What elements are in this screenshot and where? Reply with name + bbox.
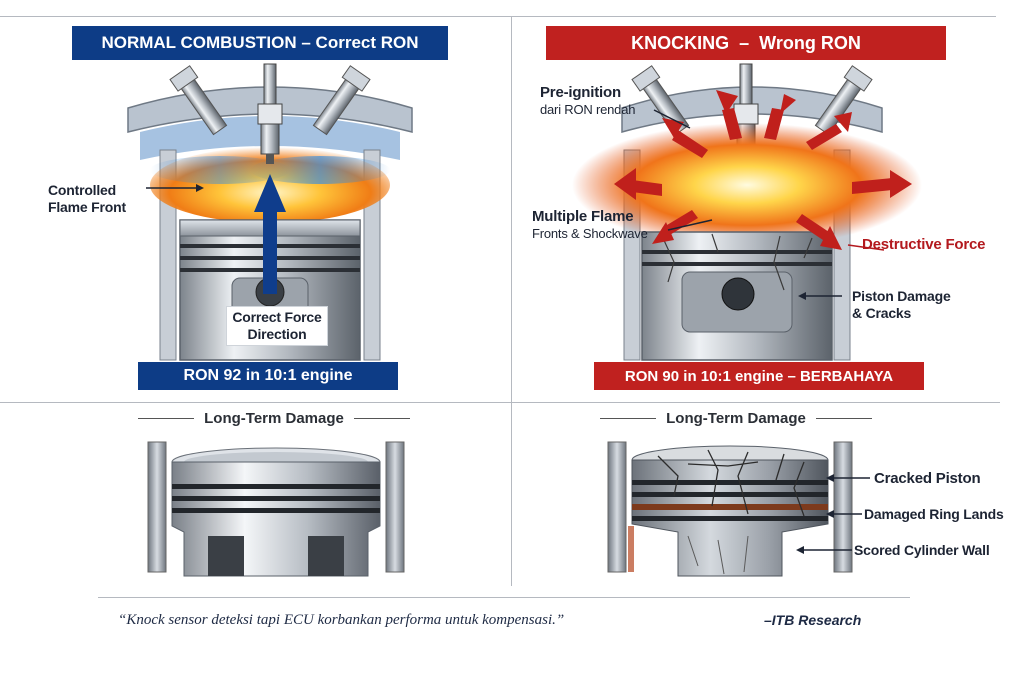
pre-ignition-label: Pre-ignition dari RON rendah <box>540 84 670 118</box>
long-term-damage-text-right: Long-Term Damage <box>666 410 806 427</box>
controlled-flame-front-label: Controlled Flame Front <box>48 182 158 216</box>
top-divider <box>0 16 996 17</box>
piston-damage-line2: & Cracks <box>852 305 912 321</box>
bottom-divider <box>98 597 910 598</box>
force-label-line2: Direction <box>247 326 307 342</box>
normal-combustion-banner: NORMAL COMBUSTION – Correct RON <box>72 26 448 60</box>
ron92-banner-text: RON 92 in 10:1 engine <box>183 367 353 384</box>
healthy-piston-illustration <box>147 441 405 577</box>
knocking-banner: KNOCKING – Wrong RON <box>546 26 946 60</box>
force-label-line1: Correct Force <box>232 309 322 325</box>
ron92-banner: RON 92 in 10:1 engine <box>138 362 398 390</box>
long-term-damage-title-right: Long-Term Damage <box>586 410 886 427</box>
normal-combustion-title: NORMAL COMBUSTION – Correct RON <box>101 33 419 52</box>
multiple-flame-line2: Fronts & Shockwave <box>532 226 648 241</box>
knocking-title: KNOCKING – Wrong RON <box>631 32 861 53</box>
cracked-piston-label: Cracked Piston <box>874 470 981 487</box>
long-term-damage-text-left: Long-Term Damage <box>204 410 344 427</box>
scored-cylinder-wall-label: Scored Cylinder Wall <box>854 542 990 558</box>
footer-quote: “Knock sensor deteksi tapi ECU korbankan… <box>118 612 565 628</box>
preignition-line2: dari RON rendah <box>540 102 636 117</box>
center-vertical-divider <box>511 16 512 586</box>
knocking-illustration <box>572 63 922 361</box>
damaged-piston-illustration <box>607 441 870 577</box>
piston-damage-line1: Piston Damage <box>852 288 951 304</box>
preignition-line1: Pre-ignition <box>540 84 621 101</box>
multiple-flame-fronts-label: Multiple Flame Fronts & Shockwave <box>532 208 682 242</box>
destructive-force-label: Destructive Force <box>862 236 986 253</box>
footer-source: –ITB Research <box>764 612 862 628</box>
correct-force-direction-label: Correct Force Direction <box>226 306 328 346</box>
normal-combustion-illustration <box>127 63 413 361</box>
middle-divider <box>0 402 1000 403</box>
piston-damage-label: Piston Damage & Cracks <box>852 288 972 322</box>
flame-label-line1: Controlled <box>48 182 116 198</box>
damaged-ring-lands-label: Damaged Ring Lands <box>864 506 1004 522</box>
flame-label-line2: Flame Front <box>48 199 126 215</box>
multiple-flame-line1: Multiple Flame <box>532 208 634 225</box>
long-term-damage-title-left: Long-Term Damage <box>124 410 424 427</box>
ron90-banner-text: RON 90 in 10:1 engine – BERBAHAYA <box>624 367 894 385</box>
ron90-banner: RON 90 in 10:1 engine – BERBAHAYA <box>594 362 924 390</box>
